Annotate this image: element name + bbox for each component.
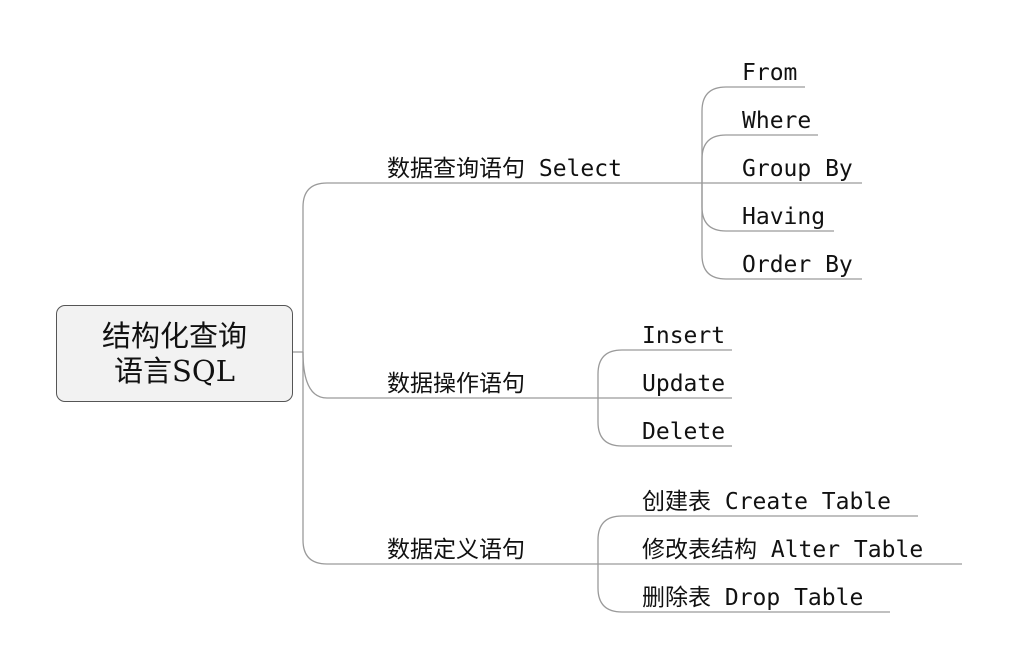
leaf-insert[interactable]: Insert xyxy=(642,323,726,349)
leaf-create-table[interactable]: 创建表 Create Table xyxy=(642,489,892,515)
leaf-having[interactable]: Having xyxy=(742,204,826,230)
leaf-from[interactable]: From xyxy=(742,60,798,86)
branch-manipulation-statements[interactable]: 数据操作语句 xyxy=(387,371,525,397)
leaf-update[interactable]: Update xyxy=(642,371,726,397)
leaf-alter-table[interactable]: 修改表结构 Alter Table xyxy=(642,537,924,563)
root-topic[interactable]: 结构化查询 语言SQL xyxy=(56,305,293,402)
leaf-delete[interactable]: Delete xyxy=(642,419,726,445)
leaf-where[interactable]: Where xyxy=(742,108,812,134)
branch-definition-statements[interactable]: 数据定义语句 xyxy=(387,537,525,563)
root-topic-line2: 语言SQL xyxy=(114,353,235,388)
leaf-order-by[interactable]: Order By xyxy=(742,252,853,278)
leaf-group-by[interactable]: Group By xyxy=(742,156,853,182)
branch-query-statements[interactable]: 数据查询语句 Select xyxy=(387,156,622,182)
leaf-drop-table[interactable]: 删除表 Drop Table xyxy=(642,585,864,611)
root-topic-line1: 结构化查询 xyxy=(101,318,247,353)
